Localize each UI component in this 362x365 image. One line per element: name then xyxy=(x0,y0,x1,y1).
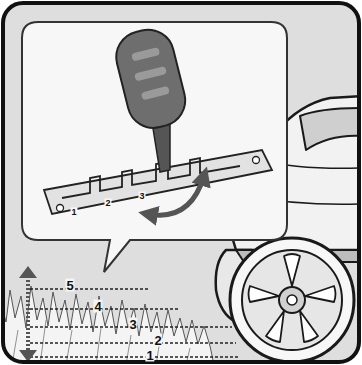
frame xyxy=(3,3,359,362)
grass xyxy=(3,286,214,362)
notch-number: 3 xyxy=(138,192,145,201)
grass-blades xyxy=(12,320,190,362)
height-number: 3 xyxy=(128,318,137,331)
height-number: 2 xyxy=(153,334,162,347)
height-number: 5 xyxy=(65,279,74,292)
notch-number: 2 xyxy=(104,199,111,208)
height-number: 1 xyxy=(145,349,154,362)
height-lines xyxy=(30,289,240,357)
inset-callout xyxy=(22,22,287,272)
height-number: 4 xyxy=(93,300,102,313)
height-arrow xyxy=(19,266,37,362)
notch-number: 1 xyxy=(70,208,77,217)
